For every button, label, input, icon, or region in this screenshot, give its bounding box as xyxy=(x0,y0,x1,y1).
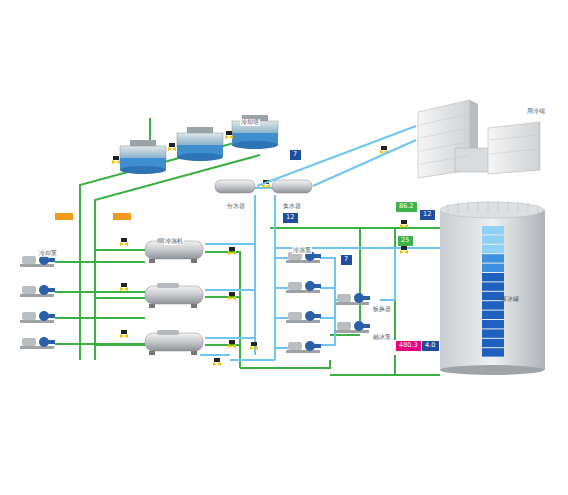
equipment-name: 冷冻泵 xyxy=(292,247,312,254)
ice-cell xyxy=(482,339,504,347)
equipment-name: 冷却泵 xyxy=(38,250,58,257)
equipment-name: 板换器 xyxy=(372,306,392,313)
reading-value: 4.0 xyxy=(425,341,435,349)
equipment-label: 用冷端 xyxy=(416,98,546,178)
equipment-name: 冷却塔 xyxy=(240,119,260,126)
ice-cell xyxy=(482,226,504,234)
valve-symbol xyxy=(228,292,236,300)
equipment-name: 蓄冰罐 xyxy=(500,296,520,303)
reading-value: 480.3 xyxy=(399,341,418,349)
valve-symbol xyxy=(120,330,128,338)
valve-symbol xyxy=(228,340,236,348)
equipment-name: 用冷端 xyxy=(526,108,546,115)
ice-cell xyxy=(482,264,504,272)
value-box: 12 xyxy=(420,210,435,220)
valve-symbol xyxy=(120,283,128,291)
equipment-label: 分水器 xyxy=(215,178,257,210)
equipment-name: 集水器 xyxy=(282,203,302,210)
valve-symbol xyxy=(225,131,233,139)
valve-symbol xyxy=(250,342,258,350)
valve-symbol xyxy=(400,246,408,254)
valve-symbol xyxy=(120,238,128,246)
value-box: 7 xyxy=(341,255,352,265)
valve-symbol xyxy=(213,358,221,366)
valve-symbol xyxy=(168,143,176,151)
value-box: 4.0 xyxy=(422,341,439,351)
ice-cell xyxy=(482,235,504,243)
ice-cell xyxy=(482,348,504,356)
valve-symbol xyxy=(112,156,120,164)
reading-value: 7 xyxy=(344,255,348,263)
reading-value: 7 xyxy=(293,150,297,158)
chilled-water-pipe xyxy=(313,140,416,186)
ice-cell xyxy=(482,282,504,290)
equipment-label: 集水器 xyxy=(271,178,313,210)
value-box: 480.3 xyxy=(396,341,421,351)
equipment-label: 冷冻泵 xyxy=(292,237,312,256)
equipment-label: 冷却泵 xyxy=(38,240,58,259)
value-box: 12 xyxy=(283,213,298,223)
equipment-label: 冷却塔 xyxy=(240,109,260,128)
value-box: 86.2 xyxy=(396,202,417,212)
ice-cell xyxy=(482,245,504,253)
equipment-name: 分水器 xyxy=(226,203,246,210)
equipment-label: 融冰泵 xyxy=(372,324,392,343)
valve-symbol xyxy=(400,220,408,228)
equipment-label: 板换器 xyxy=(372,296,392,315)
ice-cell xyxy=(482,320,504,328)
ice-cell xyxy=(482,311,504,319)
reading-value: 12 xyxy=(286,213,294,221)
equipment-label: 冷冻机 xyxy=(164,228,184,247)
ice-cell xyxy=(482,329,504,337)
ice-cell xyxy=(482,273,504,281)
reading-value: 86.2 xyxy=(399,202,413,210)
value-box: 25 xyxy=(398,236,413,246)
ice-cell xyxy=(482,254,504,262)
equipment-label: 蓄冰罐 xyxy=(500,286,520,305)
ice-cell xyxy=(482,301,504,309)
value-box: 7 xyxy=(290,150,301,160)
reading-value: 25 xyxy=(401,236,409,244)
equipment-name: 冷冻机 xyxy=(164,238,184,245)
reading-value: 12 xyxy=(423,210,431,218)
ice-cell xyxy=(482,292,504,300)
equipment-name: 融冰泵 xyxy=(372,334,392,341)
chilled-water-pipe xyxy=(257,126,416,186)
valve-symbol xyxy=(228,247,236,255)
